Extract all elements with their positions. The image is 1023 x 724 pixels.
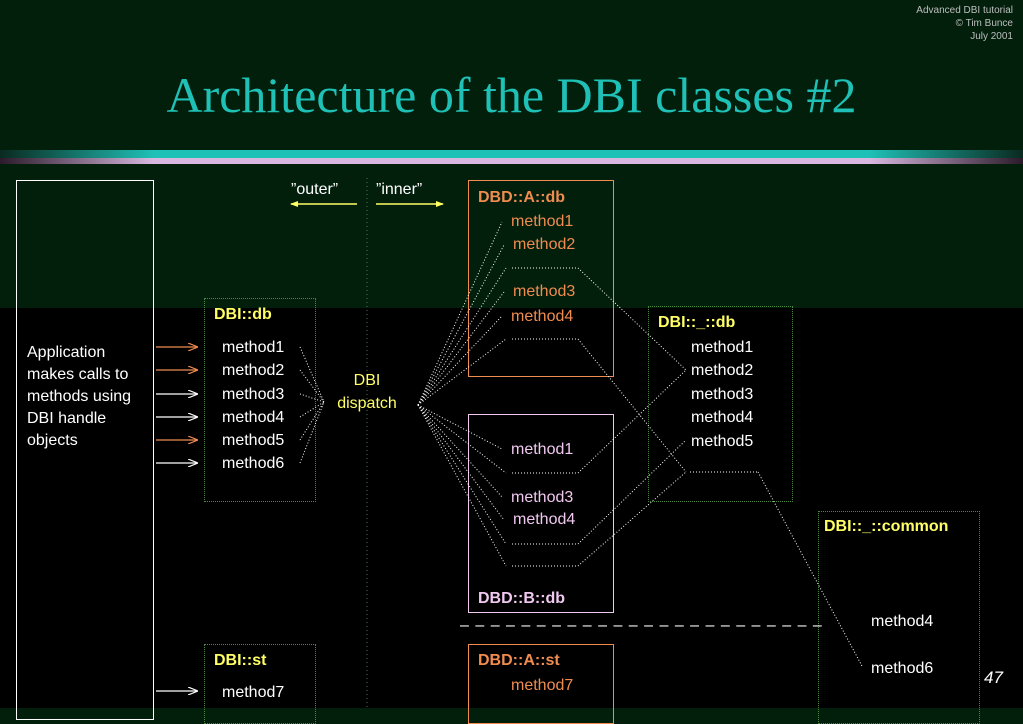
divider-bar-pink: [0, 158, 1023, 164]
dbi-common-title: DBI::_::common: [824, 518, 949, 535]
application-text: Application makes calls to methods using…: [27, 344, 132, 449]
dbi-common-method6: method6: [871, 660, 934, 677]
dbi-dispatch-label: DBI dispatch: [326, 369, 408, 415]
dbi-base-db-title: DBI::_::db: [658, 314, 736, 331]
dbd-b-db-box: [468, 414, 614, 613]
dbd-a-db-method4: method4: [511, 308, 574, 325]
dbi-db-method2: method2: [222, 362, 285, 379]
dashed-separator: – – – – – – – – – – – – – – – – – – – – …: [460, 617, 823, 634]
dbi-db-method6: method6: [222, 455, 285, 472]
dbi-db-method3: method3: [222, 386, 285, 403]
dbi-base-db-method5: method5: [691, 433, 754, 450]
dbi-base-db-method3: method3: [691, 386, 754, 403]
dbi-db-title: DBI::db: [214, 306, 272, 323]
divider-bar-teal: [0, 150, 1023, 158]
dbi-base-db-method2: method2: [691, 362, 754, 379]
dbi-st-title: DBI::st: [214, 652, 267, 669]
tutorial-info: Advanced DBI tutorial © Tim Bunce July 2…: [916, 4, 1013, 43]
dbd-b-db-method1: method1: [511, 441, 574, 458]
dispatch-line2: dispatch: [337, 395, 397, 412]
dbd-a-db-method2: method2: [513, 236, 576, 253]
background-band-lower: [0, 308, 1023, 708]
dbi-db-box: [204, 298, 316, 502]
outer-label: ”outer”: [291, 181, 339, 198]
dbi-db-method5: method5: [222, 432, 285, 449]
dbd-b-db-method4: method4: [513, 511, 576, 528]
dbi-common-method4: method4: [871, 613, 934, 630]
page-title: Architecture of the DBI classes #2: [166, 67, 857, 123]
dbd-a-db-box: [468, 180, 614, 377]
dispatch-line1: DBI: [353, 372, 381, 389]
dbi-base-db-method1: method1: [691, 339, 754, 356]
dbd-a-db-method1: method1: [511, 213, 574, 230]
dbi-db-method1: method1: [222, 339, 285, 356]
date: July 2001: [970, 31, 1013, 42]
dbd-a-st-title: DBD::A::st: [478, 652, 560, 669]
inner-label: ”inner”: [376, 181, 423, 198]
dbd-b-db-method3: method3: [511, 489, 574, 506]
tutorial-name: Advanced DBI tutorial: [916, 5, 1013, 16]
dbd-a-db-title: DBD::A::db: [478, 189, 566, 206]
dbi-base-db-box: [648, 306, 793, 502]
dbi-db-method4: method4: [222, 409, 285, 426]
dbd-b-db-title: DBD::B::db: [478, 590, 566, 607]
author: © Tim Bunce: [955, 18, 1013, 29]
dbd-a-db-method3: method3: [513, 283, 576, 300]
page-number: 47: [984, 668, 1003, 687]
dbi-base-db-method4: method4: [691, 409, 754, 426]
dbd-a-st-method7: method7: [511, 677, 574, 694]
dbi-st-method7: method7: [222, 684, 285, 701]
connector-lines: [156, 178, 863, 708]
